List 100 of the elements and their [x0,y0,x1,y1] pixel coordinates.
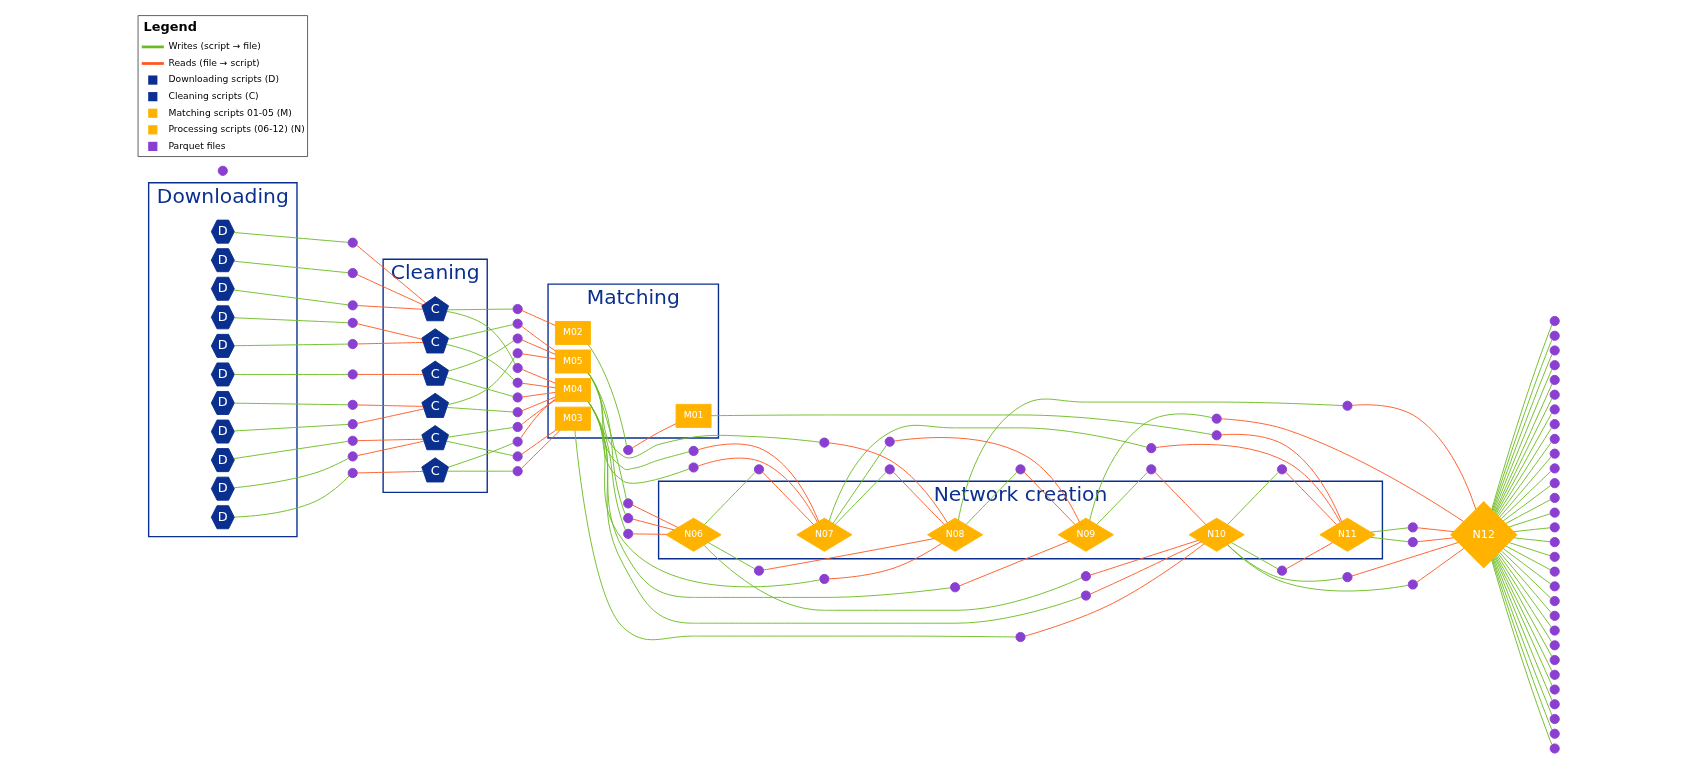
connector [521,369,556,384]
connector [957,398,1343,521]
connector [356,404,424,407]
node-circle [1549,448,1560,459]
node-circle [1014,464,1026,475]
connector [447,427,513,438]
node-circle [1549,566,1560,577]
connector [631,423,676,449]
node-circle [347,268,358,279]
connector [631,533,667,535]
connector [1351,542,1459,577]
node-circle [622,513,633,524]
legend-label: Reads (file → script) [167,56,260,68]
node-circle [1080,590,1091,601]
connector [1497,441,1552,517]
node-circle [949,582,960,593]
connector [356,274,423,306]
connector [703,471,756,525]
connector [233,260,348,274]
connector [1508,542,1551,557]
node-circle [1276,565,1287,576]
connector [1095,471,1148,525]
connector [520,325,556,352]
connector [446,356,515,406]
node-circle [1549,345,1560,356]
connector [1498,551,1551,614]
node-circle [347,237,358,248]
node-circle [1549,581,1560,592]
connector [1497,553,1552,628]
connector [965,471,1017,525]
legend-label: Writes (script → file) [167,40,261,52]
connector [1504,499,1551,524]
node-circle [818,437,829,448]
node-box: M03 [554,406,591,431]
connector [762,538,934,571]
connector [1089,541,1201,595]
connector [1153,471,1206,526]
connector [520,398,556,439]
connector [1024,543,1204,637]
node-circle [1407,522,1418,533]
connector [1502,485,1551,522]
connector [1285,542,1333,570]
node-circle [1549,728,1560,739]
node-circle [1549,478,1560,489]
connector [1500,470,1551,520]
connector [703,544,1082,611]
node-circle [347,399,358,410]
node-circle [1549,315,1560,327]
connector [1495,555,1552,657]
connector [761,471,814,526]
connector [232,440,348,460]
node-diamond: N06 [665,517,722,552]
node-box: M02 [554,321,591,345]
node-circle [1549,360,1560,371]
node-circle [1549,419,1560,430]
node-circle [512,407,523,418]
node-circle [1341,400,1352,411]
connector [521,310,556,326]
connector [447,340,514,372]
connector [356,374,424,375]
node-circle [1549,655,1560,666]
node-circle [512,466,523,477]
connector [832,444,887,524]
node-diamond: N09 [1057,517,1114,552]
connector [520,399,556,425]
connector [1504,545,1551,571]
node-circle [347,317,358,328]
connector [1226,544,1409,592]
connector [446,470,513,472]
connector [356,323,423,340]
connector [587,401,1082,624]
node-diamond: N10 [1188,517,1245,552]
connector [1284,471,1337,526]
connector [892,471,945,526]
legend-label: Processing scripts (06-12) (N) [167,123,305,135]
connector [1508,513,1551,528]
connector [1416,548,1464,583]
connector [520,429,556,455]
connector [1370,527,1409,533]
connector [521,339,556,355]
node-diamond: N12 [1449,501,1517,569]
connector [355,244,426,304]
connector [1220,418,1464,522]
node-circle [347,300,358,311]
node-circle [1014,631,1026,643]
node-circle [512,318,523,329]
connector [521,391,556,398]
connector [233,374,348,375]
node-circle [512,436,523,447]
connector [356,408,424,424]
connector [445,440,513,457]
connector [521,353,556,360]
node-circle [1145,464,1156,475]
connector [587,401,820,588]
connector [1220,433,1342,522]
node-circle [1549,374,1560,386]
connector [233,457,349,489]
node-circle [1549,713,1560,725]
node-circle [512,362,523,374]
connector [631,518,674,531]
